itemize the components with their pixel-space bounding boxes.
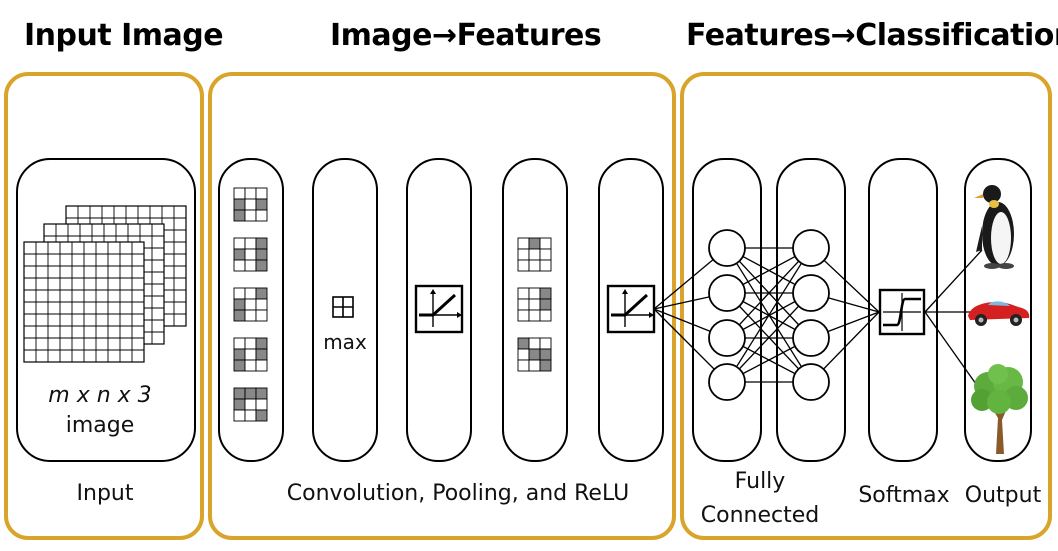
neuron-node	[708, 229, 746, 267]
filter-kernel-icon	[517, 287, 552, 322]
heading-features-classification: Features→Classification	[686, 18, 1058, 53]
convolution-filters-2	[517, 237, 552, 372]
connection-lines	[653, 247, 983, 385]
input-caption: Input	[76, 481, 134, 506]
filter-kernel-icon	[233, 337, 268, 372]
softmax-icon	[878, 288, 926, 336]
softmax-caption: Softmax	[858, 483, 950, 508]
filter-kernel-icon	[517, 237, 552, 272]
car-icon	[968, 301, 1030, 326]
pooling-max-label: max	[323, 330, 367, 354]
penguin-icon	[974, 185, 1014, 269]
fully-connected-caption-line2: Connected	[700, 503, 820, 528]
neuron-node	[792, 274, 830, 312]
section-feature-extraction	[208, 72, 676, 540]
tree-icon	[971, 364, 1028, 454]
neuron-node	[708, 274, 746, 312]
filter-kernel-icon	[233, 187, 268, 222]
neuron-node	[792, 229, 830, 267]
neuron-node	[792, 363, 830, 401]
heading-image-features: Image→Features	[330, 18, 602, 53]
filter-kernel-icon	[233, 237, 268, 272]
image-channel-grid	[23, 241, 145, 363]
filter-kernel-icon	[517, 337, 552, 372]
filter-kernel-icon	[233, 287, 268, 322]
fc-column-2	[776, 158, 846, 462]
neuron-node	[708, 319, 746, 357]
convolution-filters	[233, 187, 268, 422]
pooling-grid-icon	[332, 296, 354, 318]
input-dims-label: m x n x 3	[48, 383, 152, 408]
neuron-node	[792, 319, 830, 357]
pooling-column	[312, 158, 378, 462]
section-classification	[680, 72, 1052, 540]
section-input	[4, 72, 204, 540]
conv-pool-relu-caption: Convolution, Pooling, and ReLU	[286, 481, 630, 506]
neuron-node	[708, 363, 746, 401]
fully-connected-caption-line1: Fully	[734, 469, 786, 494]
filter-kernel-icon	[233, 387, 268, 422]
output-caption: Output	[964, 483, 1042, 508]
heading-input-image: Input Image	[24, 18, 224, 53]
relu-icon	[606, 284, 656, 334]
image-grid-stack	[23, 205, 187, 363]
input-image-label: image	[65, 413, 135, 438]
relu-icon	[414, 284, 464, 334]
